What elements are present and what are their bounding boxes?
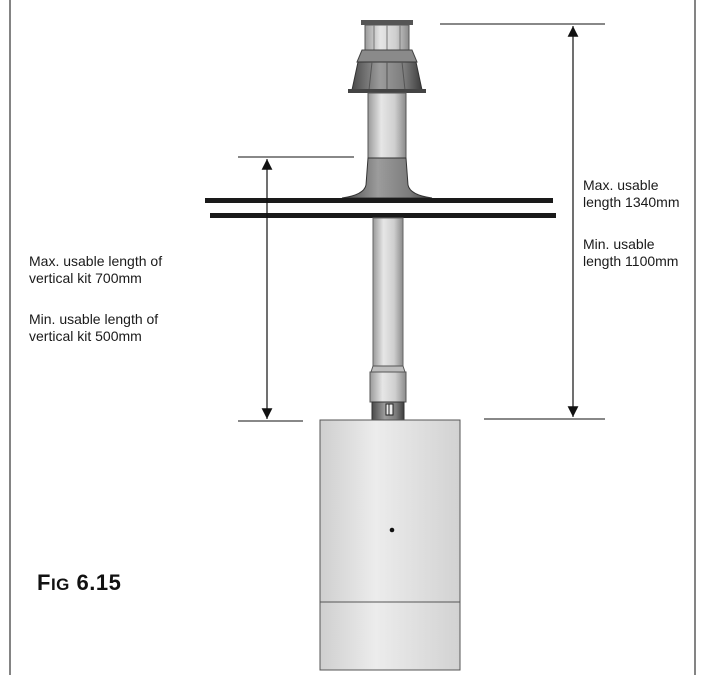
boiler-indicator-dot [389, 527, 395, 533]
left-min-length-label: Min. usable length of vertical kit 500mm [29, 311, 158, 345]
left-max-line2: vertical kit 700mm [29, 270, 142, 286]
right-min-line1: Min. usable [583, 236, 655, 252]
figure-title-prefix: F [37, 570, 51, 595]
right-min-length-label: Min. usable length 1100mm [583, 236, 678, 270]
roof-flashing [341, 157, 433, 199]
left-min-line1: Min. usable length of [29, 311, 159, 327]
roof-line-upper [205, 198, 553, 203]
right-dimension [440, 23, 605, 420]
flue-adapter [369, 365, 407, 421]
flue-terminal-cap [348, 20, 426, 93]
roof-line-lower [210, 213, 556, 218]
right-max-line1: Max. usable [583, 177, 659, 193]
upper-flue-pipe [367, 92, 407, 160]
lower-flue-pipe [372, 217, 404, 367]
figure-title: FIG 6.15 [37, 570, 121, 596]
left-max-length-label: Max. usable length of vertical kit 700mm [29, 253, 162, 287]
left-dimension [238, 156, 354, 422]
right-max-length-label: Max. usable length 1340mm [583, 177, 680, 211]
boiler-unit [319, 419, 461, 671]
right-max-line2: length 1340mm [583, 194, 680, 210]
right-min-line2: length 1100mm [583, 253, 679, 269]
left-min-line2: vertical kit 500mm [29, 328, 142, 344]
figure-title-number: 6.15 [76, 570, 122, 595]
left-max-line1: Max. usable length of [29, 253, 163, 269]
figure-title-smallcaps: IG [50, 575, 70, 594]
